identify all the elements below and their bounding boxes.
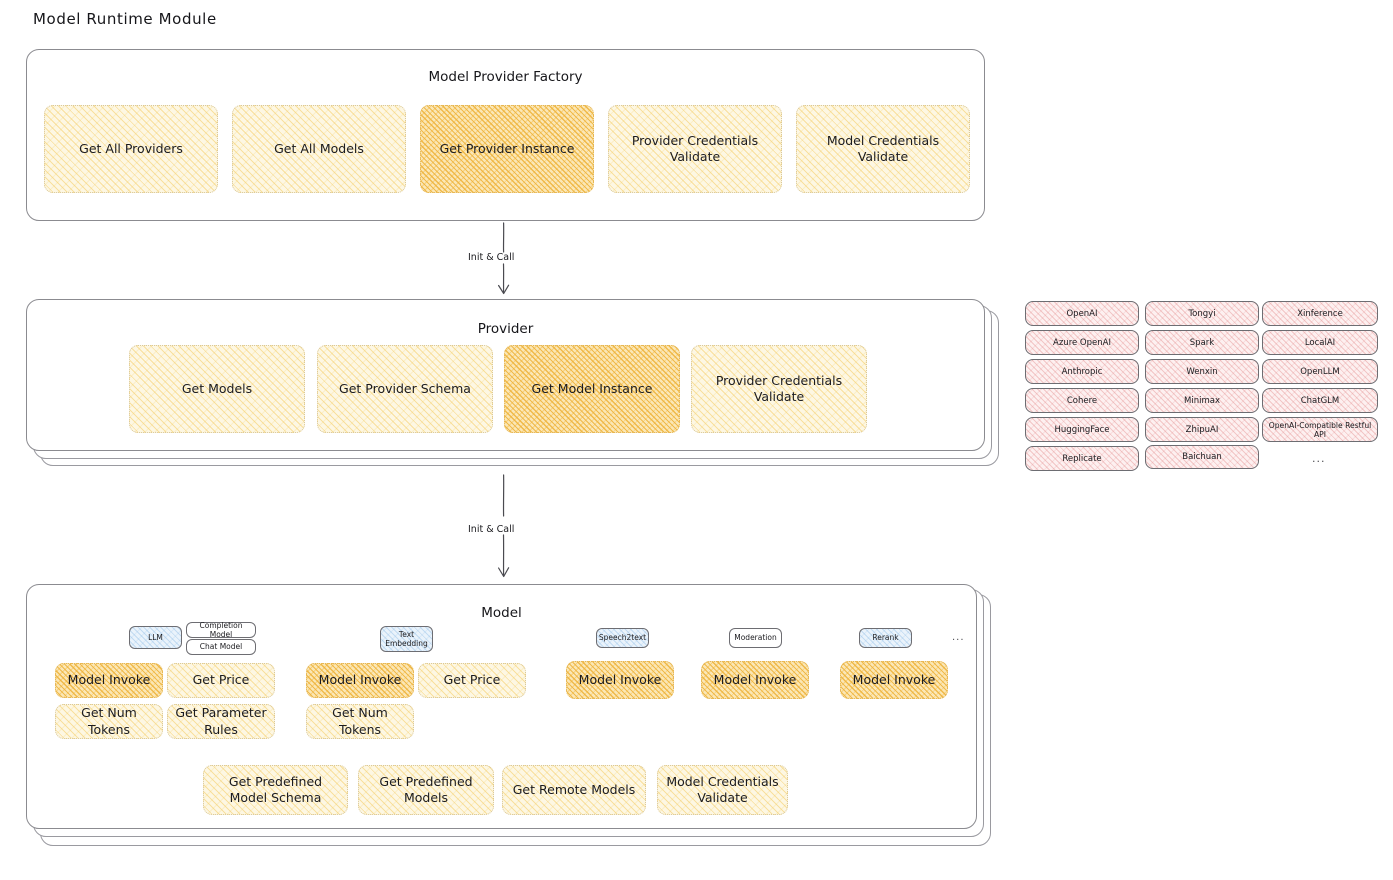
provider-pill-azure-openai[interactable]: Azure OpenAI xyxy=(1025,330,1139,355)
provider-pill-chatglm[interactable]: ChatGLM xyxy=(1262,388,1378,413)
speech2text-method-model-invoke[interactable]: Model Invoke xyxy=(566,661,674,699)
factory-box-get-provider-instance[interactable]: Get Provider Instance xyxy=(420,105,594,193)
arrow-factory-to-provider xyxy=(492,222,516,296)
provider-pill-baichuan[interactable]: Baichuan xyxy=(1145,445,1259,469)
embedding-method-get-num-tokens[interactable]: Get Num Tokens xyxy=(306,704,414,739)
model-type-badge-speech2text[interactable]: Speech2text xyxy=(596,628,649,648)
llm-method-get-num-tokens[interactable]: Get Num Tokens xyxy=(55,704,163,739)
model-type-badge-llm[interactable]: LLM xyxy=(129,626,182,649)
llm-method-get-parameter-rules[interactable]: Get Parameter Rules xyxy=(167,704,275,739)
model-subtype-badge-completion-model[interactable]: Completion Model xyxy=(186,621,256,639)
model-common-method-model-credentials-validate[interactable]: Model Credentials Validate xyxy=(657,765,788,815)
provider-list-more-ellipsis: ... xyxy=(1312,452,1326,465)
provider-pill-openllm[interactable]: OpenLLM xyxy=(1262,359,1378,384)
provider-pill-localai[interactable]: LocalAI xyxy=(1262,330,1378,355)
provider-box-get-provider-schema[interactable]: Get Provider Schema xyxy=(317,345,493,433)
embedding-method-model-invoke[interactable]: Model Invoke xyxy=(306,663,414,698)
model-panel: Model xyxy=(26,584,977,829)
provider-pill-tongyi[interactable]: Tongyi xyxy=(1145,301,1259,326)
provider-pill-wenxin[interactable]: Wenxin xyxy=(1145,359,1259,384)
page-title: Model Runtime Module xyxy=(33,10,217,28)
embedding-method-get-price[interactable]: Get Price xyxy=(418,663,526,698)
model-common-method-get-remote-models[interactable]: Get Remote Models xyxy=(502,765,646,815)
model-types-more-ellipsis: ... xyxy=(952,632,965,643)
moderation-method-model-invoke[interactable]: Model Invoke xyxy=(701,661,809,699)
arrow-label-init-and-call-1: Init & Call xyxy=(468,252,515,263)
model-type-badge-rerank[interactable]: Rerank xyxy=(859,628,912,648)
provider-pill-zhipuai[interactable]: ZhipuAI xyxy=(1145,417,1259,442)
provider-pill-spark[interactable]: Spark xyxy=(1145,330,1259,355)
provider-title: Provider xyxy=(477,321,534,337)
provider-pill-anthropic[interactable]: Anthropic xyxy=(1025,359,1139,384)
model-provider-factory-title: Model Provider Factory xyxy=(428,69,583,85)
provider-box-get-models[interactable]: Get Models xyxy=(129,345,305,433)
provider-pill-huggingface[interactable]: HuggingFace xyxy=(1025,417,1139,442)
provider-pill-openai-compatible-restful-api[interactable]: OpenAI-Compatible Restful API xyxy=(1262,417,1378,442)
arrow-label-init-and-call-2: Init & Call xyxy=(468,524,515,535)
model-subtype-badge-chat-model[interactable]: Chat Model xyxy=(186,639,256,655)
arrow-provider-to-model xyxy=(492,474,516,579)
model-type-badge-text-embedding[interactable]: Text Embedding xyxy=(380,626,433,652)
model-type-badge-moderation[interactable]: Moderation xyxy=(729,628,782,648)
provider-pill-minimax[interactable]: Minimax xyxy=(1145,388,1259,413)
provider-box-get-model-instance[interactable]: Get Model Instance xyxy=(504,345,680,433)
model-common-method-get-predefined-models[interactable]: Get Predefined Models xyxy=(358,765,494,815)
provider-box-provider-credentials-validate[interactable]: Provider Credentials Validate xyxy=(691,345,867,433)
factory-box-get-all-models[interactable]: Get All Models xyxy=(232,105,406,193)
rerank-method-model-invoke[interactable]: Model Invoke xyxy=(840,661,948,699)
factory-box-get-all-providers[interactable]: Get All Providers xyxy=(44,105,218,193)
factory-box-model-credentials-validate[interactable]: Model Credentials Validate xyxy=(796,105,970,193)
provider-pill-cohere[interactable]: Cohere xyxy=(1025,388,1139,413)
llm-method-get-price[interactable]: Get Price xyxy=(167,663,275,698)
model-common-method-get-predefined-model-schema[interactable]: Get Predefined Model Schema xyxy=(203,765,348,815)
provider-pill-xinference[interactable]: Xinference xyxy=(1262,301,1378,326)
model-title: Model xyxy=(481,605,522,621)
factory-box-provider-credentials-validate[interactable]: Provider Credentials Validate xyxy=(608,105,782,193)
provider-pill-openai[interactable]: OpenAI xyxy=(1025,301,1139,326)
llm-method-model-invoke[interactable]: Model Invoke xyxy=(55,663,163,698)
provider-pill-replicate[interactable]: Replicate xyxy=(1025,446,1139,471)
